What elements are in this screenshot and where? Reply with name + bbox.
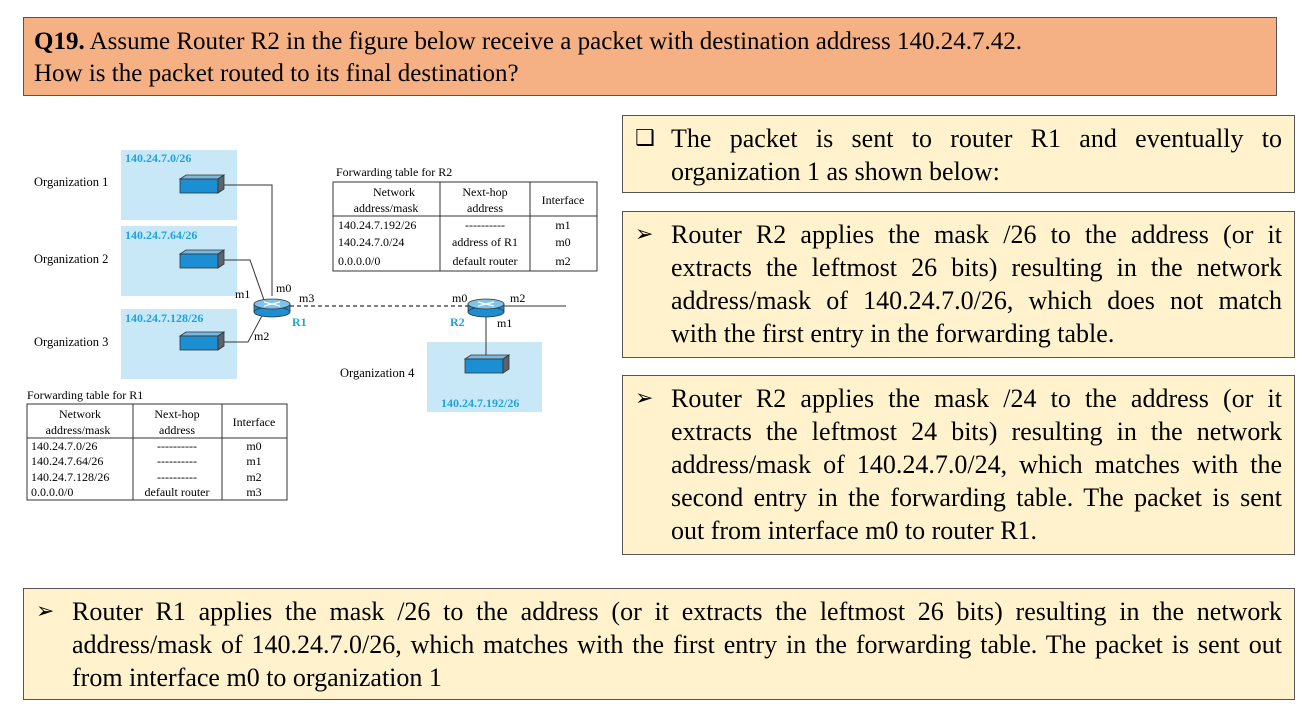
table-r1-header-interface: Interface	[233, 415, 276, 429]
org3-device-icon	[178, 331, 226, 351]
r1-m1-label: m1	[235, 287, 250, 301]
intro-box: ❑ The packet is sent to router R1 and ev…	[622, 115, 1295, 193]
link-r1-org1	[222, 184, 273, 296]
step-text-1: Router R2 applies the mask /26 to the ad…	[671, 220, 1282, 348]
router-r1-label: R1	[292, 315, 307, 329]
intro-text: The packet is sent to router R1 and even…	[671, 124, 1282, 186]
arrow-bullet-icon: ➢	[36, 599, 55, 624]
network-diagram: Organization 1 Organization 2 Organizati…	[26, 150, 598, 501]
step-box-1: ➢ Router R2 applies the mask /26 to the …	[622, 211, 1295, 358]
table-r2-cell: default router	[453, 254, 518, 268]
table-r2-caption: Forwarding table for R2	[336, 165, 452, 179]
r2-m1-label: m1	[497, 316, 512, 330]
router-r2-label: R2	[450, 315, 465, 329]
question-number: Q19.	[34, 28, 85, 55]
router-r1-icon	[253, 298, 291, 318]
checkbox-bullet-icon: ❑	[635, 126, 655, 151]
question-line1: Assume Router R2 in the figure below rec…	[84, 28, 1022, 55]
table-r1-caption: Forwarding table for R1	[27, 388, 143, 402]
step-box-2: ➢ Router R2 applies the mask /24 to the …	[622, 375, 1295, 555]
table-r1-cell: m1	[246, 454, 261, 468]
question-line2: How is the packet routed to its final de…	[34, 60, 519, 87]
org3-network: 140.24.7.128/26	[125, 311, 203, 325]
org4-label: Organization 4	[340, 366, 415, 380]
org4-network: 140.24.7.192/26	[441, 396, 519, 410]
r1-m3-label: m3	[299, 291, 314, 305]
org2-device-icon	[178, 249, 226, 269]
link-r1-org2	[222, 259, 265, 301]
org1-device-icon	[178, 174, 226, 194]
table-r2-header-network-2: address/mask	[354, 201, 419, 215]
table-r1-cell: default router	[145, 485, 210, 499]
arrow-bullet-icon: ➢	[635, 222, 654, 247]
table-r2-cell: address of R1	[452, 235, 518, 249]
table-r2-header-nexthop-1: Next-hop	[462, 185, 507, 199]
org1-network: 140.24.7.0/26	[125, 151, 191, 165]
org4-device-icon	[463, 354, 511, 374]
table-r1	[26, 403, 288, 501]
table-r1-cell: 140.24.7.0/26	[31, 439, 97, 453]
table-r2-cell: 140.24.7.0/24	[338, 235, 404, 249]
table-r2-cell: m0	[555, 235, 570, 249]
question-banner: Q19. Assume Router R2 in the figure belo…	[23, 17, 1277, 96]
r1-m0-label: m0	[276, 281, 291, 295]
table-r1-header-nexthop-1: Next-hop	[154, 407, 199, 421]
table-r1-cell: 140.24.7.128/26	[31, 470, 109, 484]
table-r1-cell: m0	[246, 439, 261, 453]
r2-m0-label: m0	[452, 291, 467, 305]
table-r1-cell: m3	[246, 485, 261, 499]
arrow-bullet-icon: ➢	[635, 386, 654, 411]
step-box-3: ➢ Router R1 applies the mask /26 to the …	[23, 588, 1295, 700]
table-r2	[332, 181, 598, 272]
step-text-3: Router R1 applies the mask /26 to the ad…	[72, 597, 1282, 692]
org4-area	[427, 342, 542, 412]
link-r1-org3	[222, 311, 265, 343]
table-r1-cell: ----------	[157, 470, 197, 484]
r1-m2-label: m2	[254, 329, 269, 343]
table-r1-cell: 0.0.0.0/0	[31, 485, 73, 499]
table-r2-header-network-1: Network	[373, 185, 415, 199]
table-r2-cell: m1	[555, 218, 570, 232]
step-text-2: Router R2 applies the mask /24 to the ad…	[671, 384, 1282, 545]
router-r2-icon	[467, 298, 505, 318]
org3-label: Organization 3	[34, 335, 108, 349]
org2-label: Organization 2	[34, 252, 108, 266]
table-r2-cell: 0.0.0.0/0	[338, 254, 380, 268]
table-r1-header-network-2: address/mask	[46, 423, 111, 437]
table-r2-cell: 140.24.7.192/26	[338, 218, 416, 232]
table-r1-cell: 140.24.7.64/26	[31, 454, 103, 468]
table-r1-header-network-1: Network	[59, 407, 101, 421]
table-r1-cell: m2	[246, 470, 261, 484]
org2-network: 140.24.7.64/26	[125, 228, 197, 242]
r2-m2-label: m2	[510, 291, 525, 305]
table-r2-cell: m2	[555, 254, 570, 268]
table-r2-cell: ----------	[465, 218, 505, 232]
table-r1-header-nexthop-2: address	[159, 423, 195, 437]
table-r1-cell: ----------	[157, 454, 197, 468]
table-r1-cell: ----------	[157, 439, 197, 453]
table-r2-header-nexthop-2: address	[467, 201, 503, 215]
org1-label: Organization 1	[34, 175, 108, 189]
table-r2-header-interface: Interface	[542, 193, 585, 207]
